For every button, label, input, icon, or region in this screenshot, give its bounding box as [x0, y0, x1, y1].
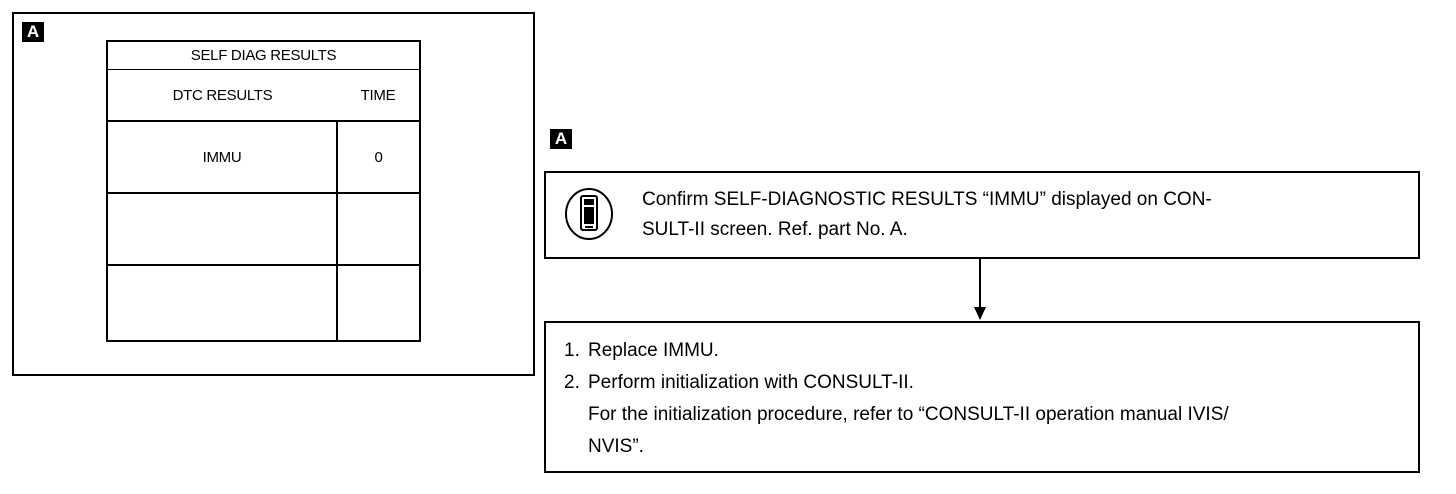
step-note: For the initialization procedure, refer …	[588, 404, 1229, 425]
column-divider	[336, 121, 338, 340]
step-number: 2.	[564, 372, 580, 393]
list-item: 2. Perform initialization with CONSULT-I…	[564, 367, 1404, 399]
table-row-dtc: IMMU	[202, 148, 242, 166]
step-note: NVIS”.	[588, 436, 644, 457]
action-step-box: 1. Replace IMMU. 2. Perform initializati…	[544, 321, 1420, 473]
title-divider	[108, 69, 419, 70]
confirm-text-line: SULT-II screen. Ref. part No. A.	[642, 219, 908, 240]
row-divider	[108, 264, 419, 266]
step-text: Perform initialization with CONSULT-II.	[588, 372, 914, 393]
list-item: 1. Replace IMMU.	[564, 335, 1404, 367]
consult-screen-panel: A SELF DIAG RESULTS DTC RESULTS TIME IMM…	[12, 12, 535, 376]
confirm-step-box: Confirm SELF-DIAGNOSTIC RESULTS “IMMU” d…	[544, 171, 1420, 259]
table-row-dtc	[108, 266, 336, 340]
action-list: 1. Replace IMMU. 2. Perform initializati…	[564, 335, 1404, 463]
step-number: 1.	[564, 340, 580, 361]
table-title: SELF DIAG RESULTS	[190, 47, 337, 64]
table-row-dtc	[108, 194, 336, 264]
table-row-time	[338, 194, 419, 264]
flow-arrow	[974, 259, 986, 320]
column-header-time: TIME	[360, 86, 396, 104]
step-text: Replace IMMU.	[588, 340, 719, 361]
row-divider	[108, 192, 419, 194]
column-header-dtc: DTC RESULTS	[172, 86, 273, 104]
consult-tester-icon	[565, 188, 613, 240]
table-row-time	[338, 266, 419, 340]
screen-tag: A	[22, 22, 44, 42]
header-divider	[108, 120, 419, 122]
self-diag-results-table: SELF DIAG RESULTS DTC RESULTS TIME IMMU …	[106, 40, 421, 342]
confirm-text: Confirm SELF-DIAGNOSTIC RESULTS “IMMU” d…	[642, 185, 1382, 245]
flow-tag: A	[550, 129, 572, 149]
table-row-time: 0	[374, 148, 383, 166]
confirm-text-line: Confirm SELF-DIAGNOSTIC RESULTS “IMMU” d…	[642, 189, 1212, 210]
